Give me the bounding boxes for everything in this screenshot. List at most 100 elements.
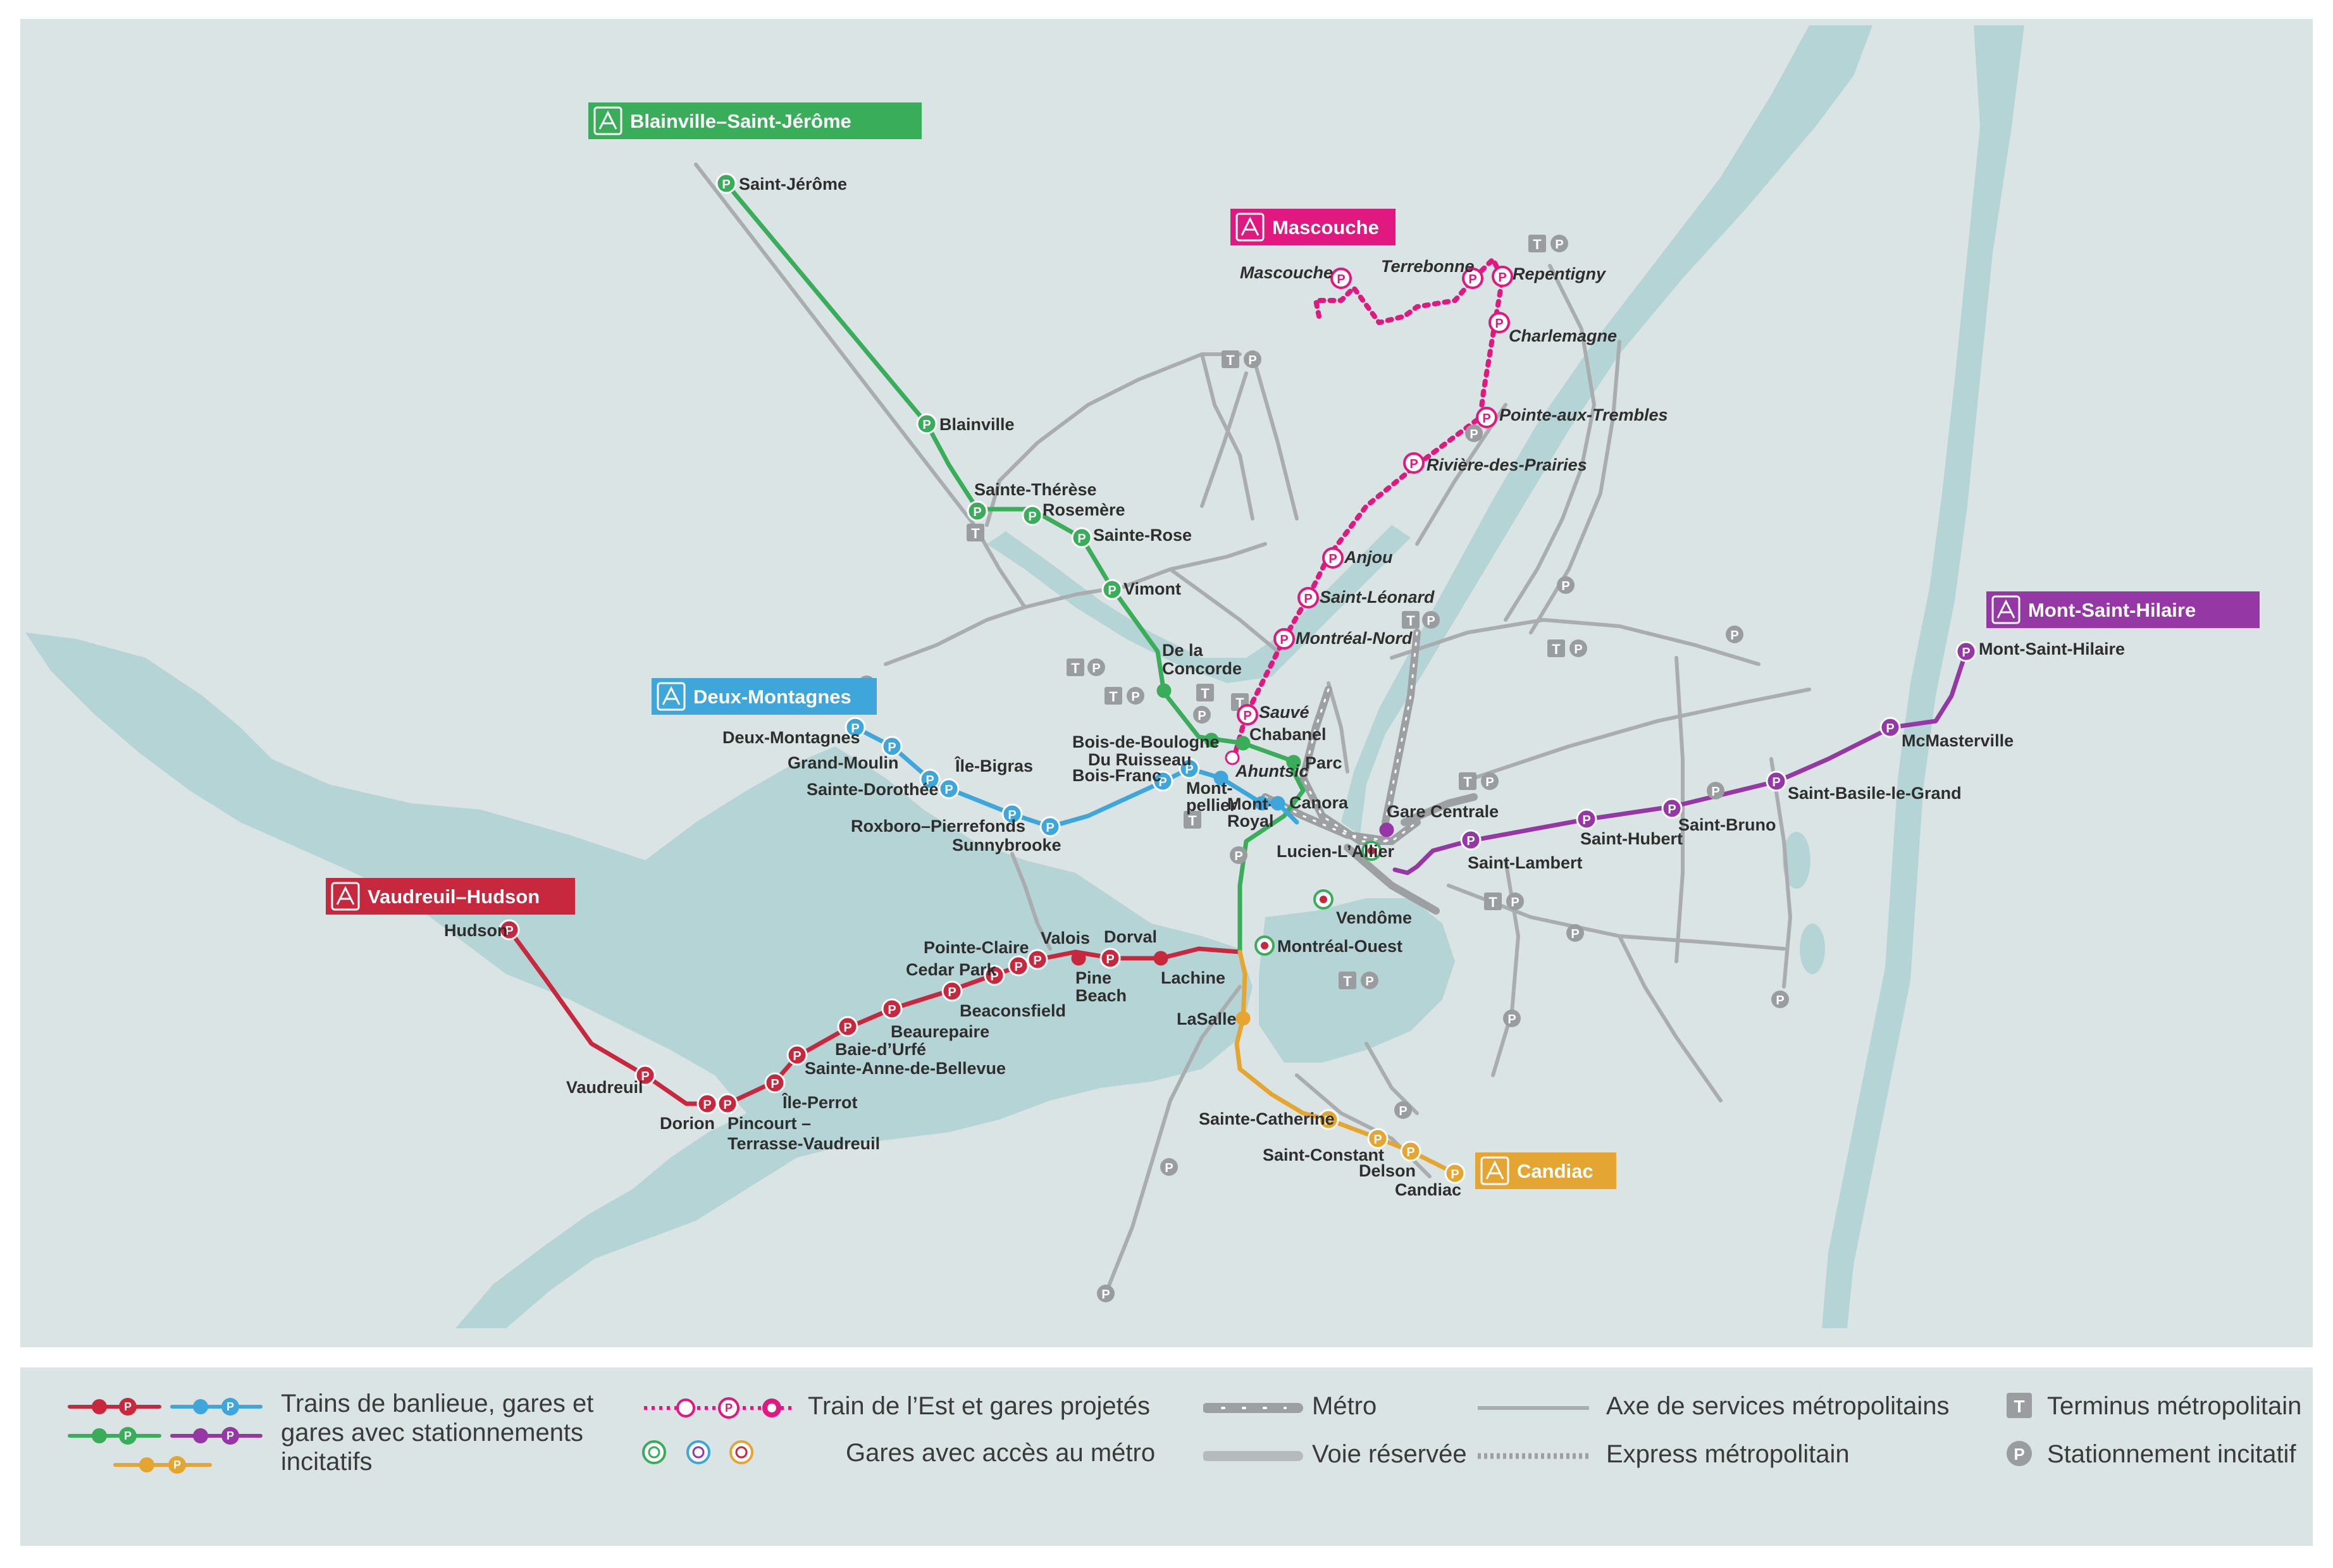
station-candiac[interactable]: LaSalle bbox=[1177, 1009, 1251, 1028]
line-badge-vaudreuil[interactable]: Vaudreuil–Hudson bbox=[326, 878, 575, 915]
station-label: Anjou bbox=[1344, 548, 1393, 567]
station-label: Canora bbox=[1289, 793, 1349, 812]
line-badges[interactable]: Vaudreuil–Hudson Blainville–Saint-JérômeD… bbox=[326, 102, 2260, 1189]
line-badge-candiac[interactable]: Candiac bbox=[1475, 1152, 1616, 1189]
station-label: Vimont bbox=[1123, 579, 1181, 598]
station-stjerome[interactable]: Parc bbox=[1286, 753, 1342, 772]
station-vaudreuil[interactable]: Beach bbox=[1075, 986, 1127, 1005]
station-deuxmontagnes[interactable]: PDu Ruisseau bbox=[1088, 750, 1200, 779]
line-badge-stjerome[interactable]: Blainville–Saint-Jérôme bbox=[588, 102, 922, 139]
parking-glyph: P bbox=[703, 1098, 711, 1112]
metro-access-station[interactable]: Lucien-L’Allier bbox=[1277, 841, 1395, 861]
metro-access-station[interactable]: Vendôme bbox=[1313, 889, 1412, 927]
station-deuxmontagnes[interactable]: Royal bbox=[1227, 812, 1274, 830]
metro-access-station[interactable]: Montréal-Ouest bbox=[1254, 935, 1402, 956]
line-badge-deuxmontagnes[interactable]: Deux-Montagnes bbox=[652, 678, 877, 715]
train-icon bbox=[1480, 1156, 1509, 1185]
station-label: Roxboro–Pierrefonds bbox=[851, 817, 1025, 836]
svg-text:P: P bbox=[1197, 709, 1206, 723]
svg-text:P: P bbox=[1131, 690, 1139, 704]
station-deuxmontagnes[interactable]: Mont- bbox=[1186, 770, 1232, 798]
svg-text:T: T bbox=[1343, 973, 1352, 989]
line-badge-hilaire[interactable]: Mont-Saint-Hilaire bbox=[1986, 591, 2260, 628]
station-stjerome[interactable]: De la bbox=[1156, 641, 1204, 698]
station-stjerome[interactable]: Chabanel bbox=[1235, 725, 1327, 751]
station-deuxmontagnes[interactable]: pellier bbox=[1186, 796, 1237, 815]
parking-glyph: P bbox=[1495, 317, 1503, 331]
station-vaudreuil[interactable]: Pine bbox=[1071, 951, 1111, 987]
station-label: Pincourt – bbox=[727, 1114, 811, 1133]
station-vaudreuil[interactable]: Terrasse-Vaudreuil bbox=[727, 1134, 880, 1153]
line-badge-mascouche[interactable]: Mascouche bbox=[1230, 209, 1395, 245]
station-deuxmontagnes[interactable]: Canora bbox=[1270, 793, 1349, 812]
legend-metro-label: Métro bbox=[1312, 1392, 1377, 1420]
station-stjerome[interactable]: Concorde bbox=[1162, 659, 1242, 678]
svg-text:P: P bbox=[1365, 975, 1373, 989]
station-deuxmontagnes[interactable]: Mont- bbox=[1227, 794, 1273, 813]
parking-glyph: P bbox=[973, 505, 981, 519]
svg-text:P: P bbox=[1092, 662, 1100, 676]
line-mascouche-path[interactable] bbox=[1231, 257, 1505, 762]
station-label: Pointe-Claire bbox=[924, 938, 1029, 957]
parking-icon: P bbox=[1707, 782, 1724, 799]
legend-parking-icon: P bbox=[2007, 1441, 2032, 1466]
line-candiac-path[interactable] bbox=[1234, 949, 1457, 1176]
station-label: Sainte-Anne-de-Bellevue bbox=[805, 1059, 1006, 1078]
station-mascouche[interactable]: Ahuntsic bbox=[1225, 750, 1309, 781]
station-stjerome[interactable]: Bois-de-Boulogne bbox=[1072, 732, 1219, 751]
parking-glyph: P bbox=[1304, 592, 1312, 606]
station-vaudreuil[interactable]: Lachine bbox=[1153, 951, 1225, 987]
parking-glyph: P bbox=[888, 741, 896, 755]
station-hilaire[interactable]: Gare Centrale bbox=[1379, 802, 1499, 837]
